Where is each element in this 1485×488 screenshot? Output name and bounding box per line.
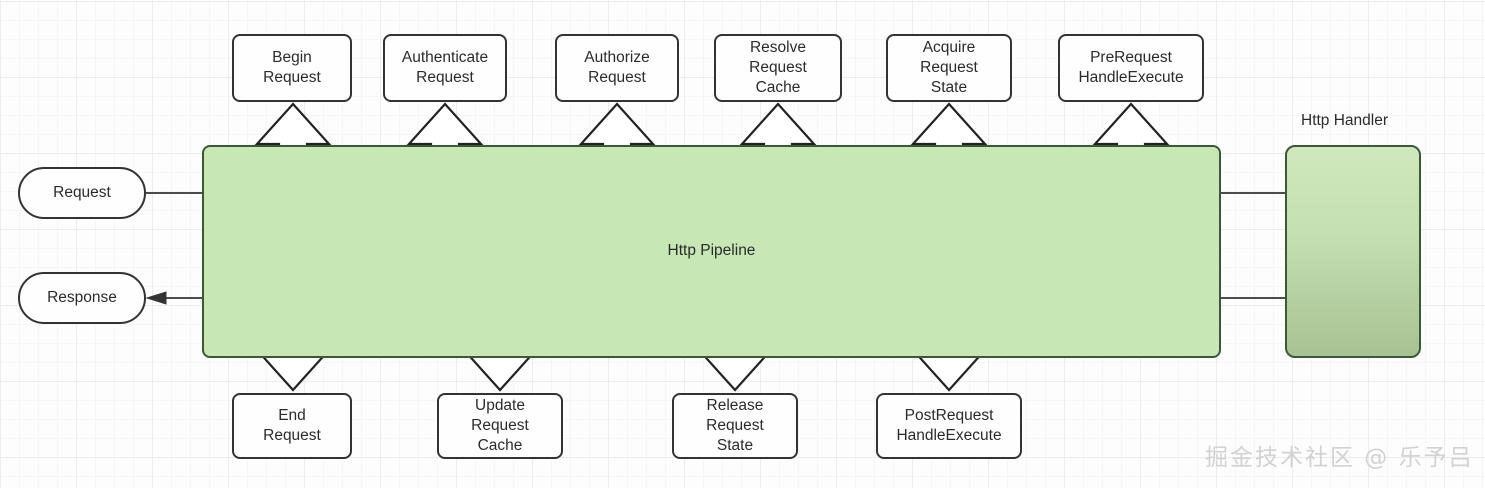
event-node-authenticate-request[interactable]: Authenticate Request xyxy=(383,34,507,102)
response-arrowhead-icon xyxy=(145,291,167,305)
event-node-begin-request[interactable]: Begin Request xyxy=(232,34,352,102)
event-node-resolve-request-cache[interactable]: Resolve Request Cache xyxy=(714,34,842,102)
endpoint-response[interactable]: Response xyxy=(18,272,146,324)
http-handler-box xyxy=(1285,145,1421,358)
event-node-release-request-state[interactable]: Release Request State xyxy=(672,393,798,459)
event-node-prerequest-handleexecute[interactable]: PreRequest HandleExecute xyxy=(1058,34,1204,102)
endpoint-request[interactable]: Request xyxy=(18,167,146,219)
http-pipeline-box xyxy=(202,145,1221,358)
event-node-update-request-cache[interactable]: Update Request Cache xyxy=(437,393,563,459)
http-pipeline-label: Http Pipeline xyxy=(667,241,756,259)
event-node-acquire-request-state[interactable]: Acquire Request State xyxy=(886,34,1012,102)
http-handler-label: Http Handler xyxy=(1301,112,1389,129)
event-node-authorize-request[interactable]: Authorize Request xyxy=(555,34,679,102)
event-node-end-request[interactable]: End Request xyxy=(232,393,352,459)
event-node-postrequest-handleexecute[interactable]: PostRequest HandleExecute xyxy=(876,393,1022,459)
watermark: 掘金技术社区 @ 乐予吕 xyxy=(1205,445,1474,471)
